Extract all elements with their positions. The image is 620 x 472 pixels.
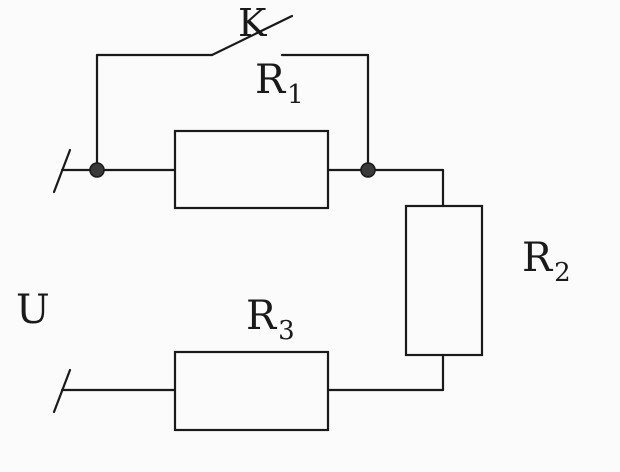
terminal-bottom-mark <box>52 368 72 414</box>
r2-label: R2 <box>522 235 571 286</box>
r2-label-main: R <box>522 235 553 281</box>
terminal-top-mark <box>52 148 72 194</box>
r3-label-main: R <box>246 293 277 339</box>
r1-label: R1 <box>255 57 304 108</box>
r3-label: R3 <box>246 293 295 344</box>
resistor-r2 <box>404 204 484 357</box>
r1-label-main: R <box>255 57 286 103</box>
voltage-label: U <box>16 287 50 333</box>
switch-blade <box>210 14 294 57</box>
r3-label-sub: 3 <box>278 316 295 346</box>
r1-label-sub: 1 <box>287 80 304 110</box>
resistor-r3 <box>173 350 330 432</box>
switch-label: K <box>238 1 267 45</box>
node-left <box>89 162 105 178</box>
resistor-r1 <box>173 129 330 210</box>
r2-label-sub: 2 <box>554 258 571 288</box>
node-right <box>360 162 376 178</box>
